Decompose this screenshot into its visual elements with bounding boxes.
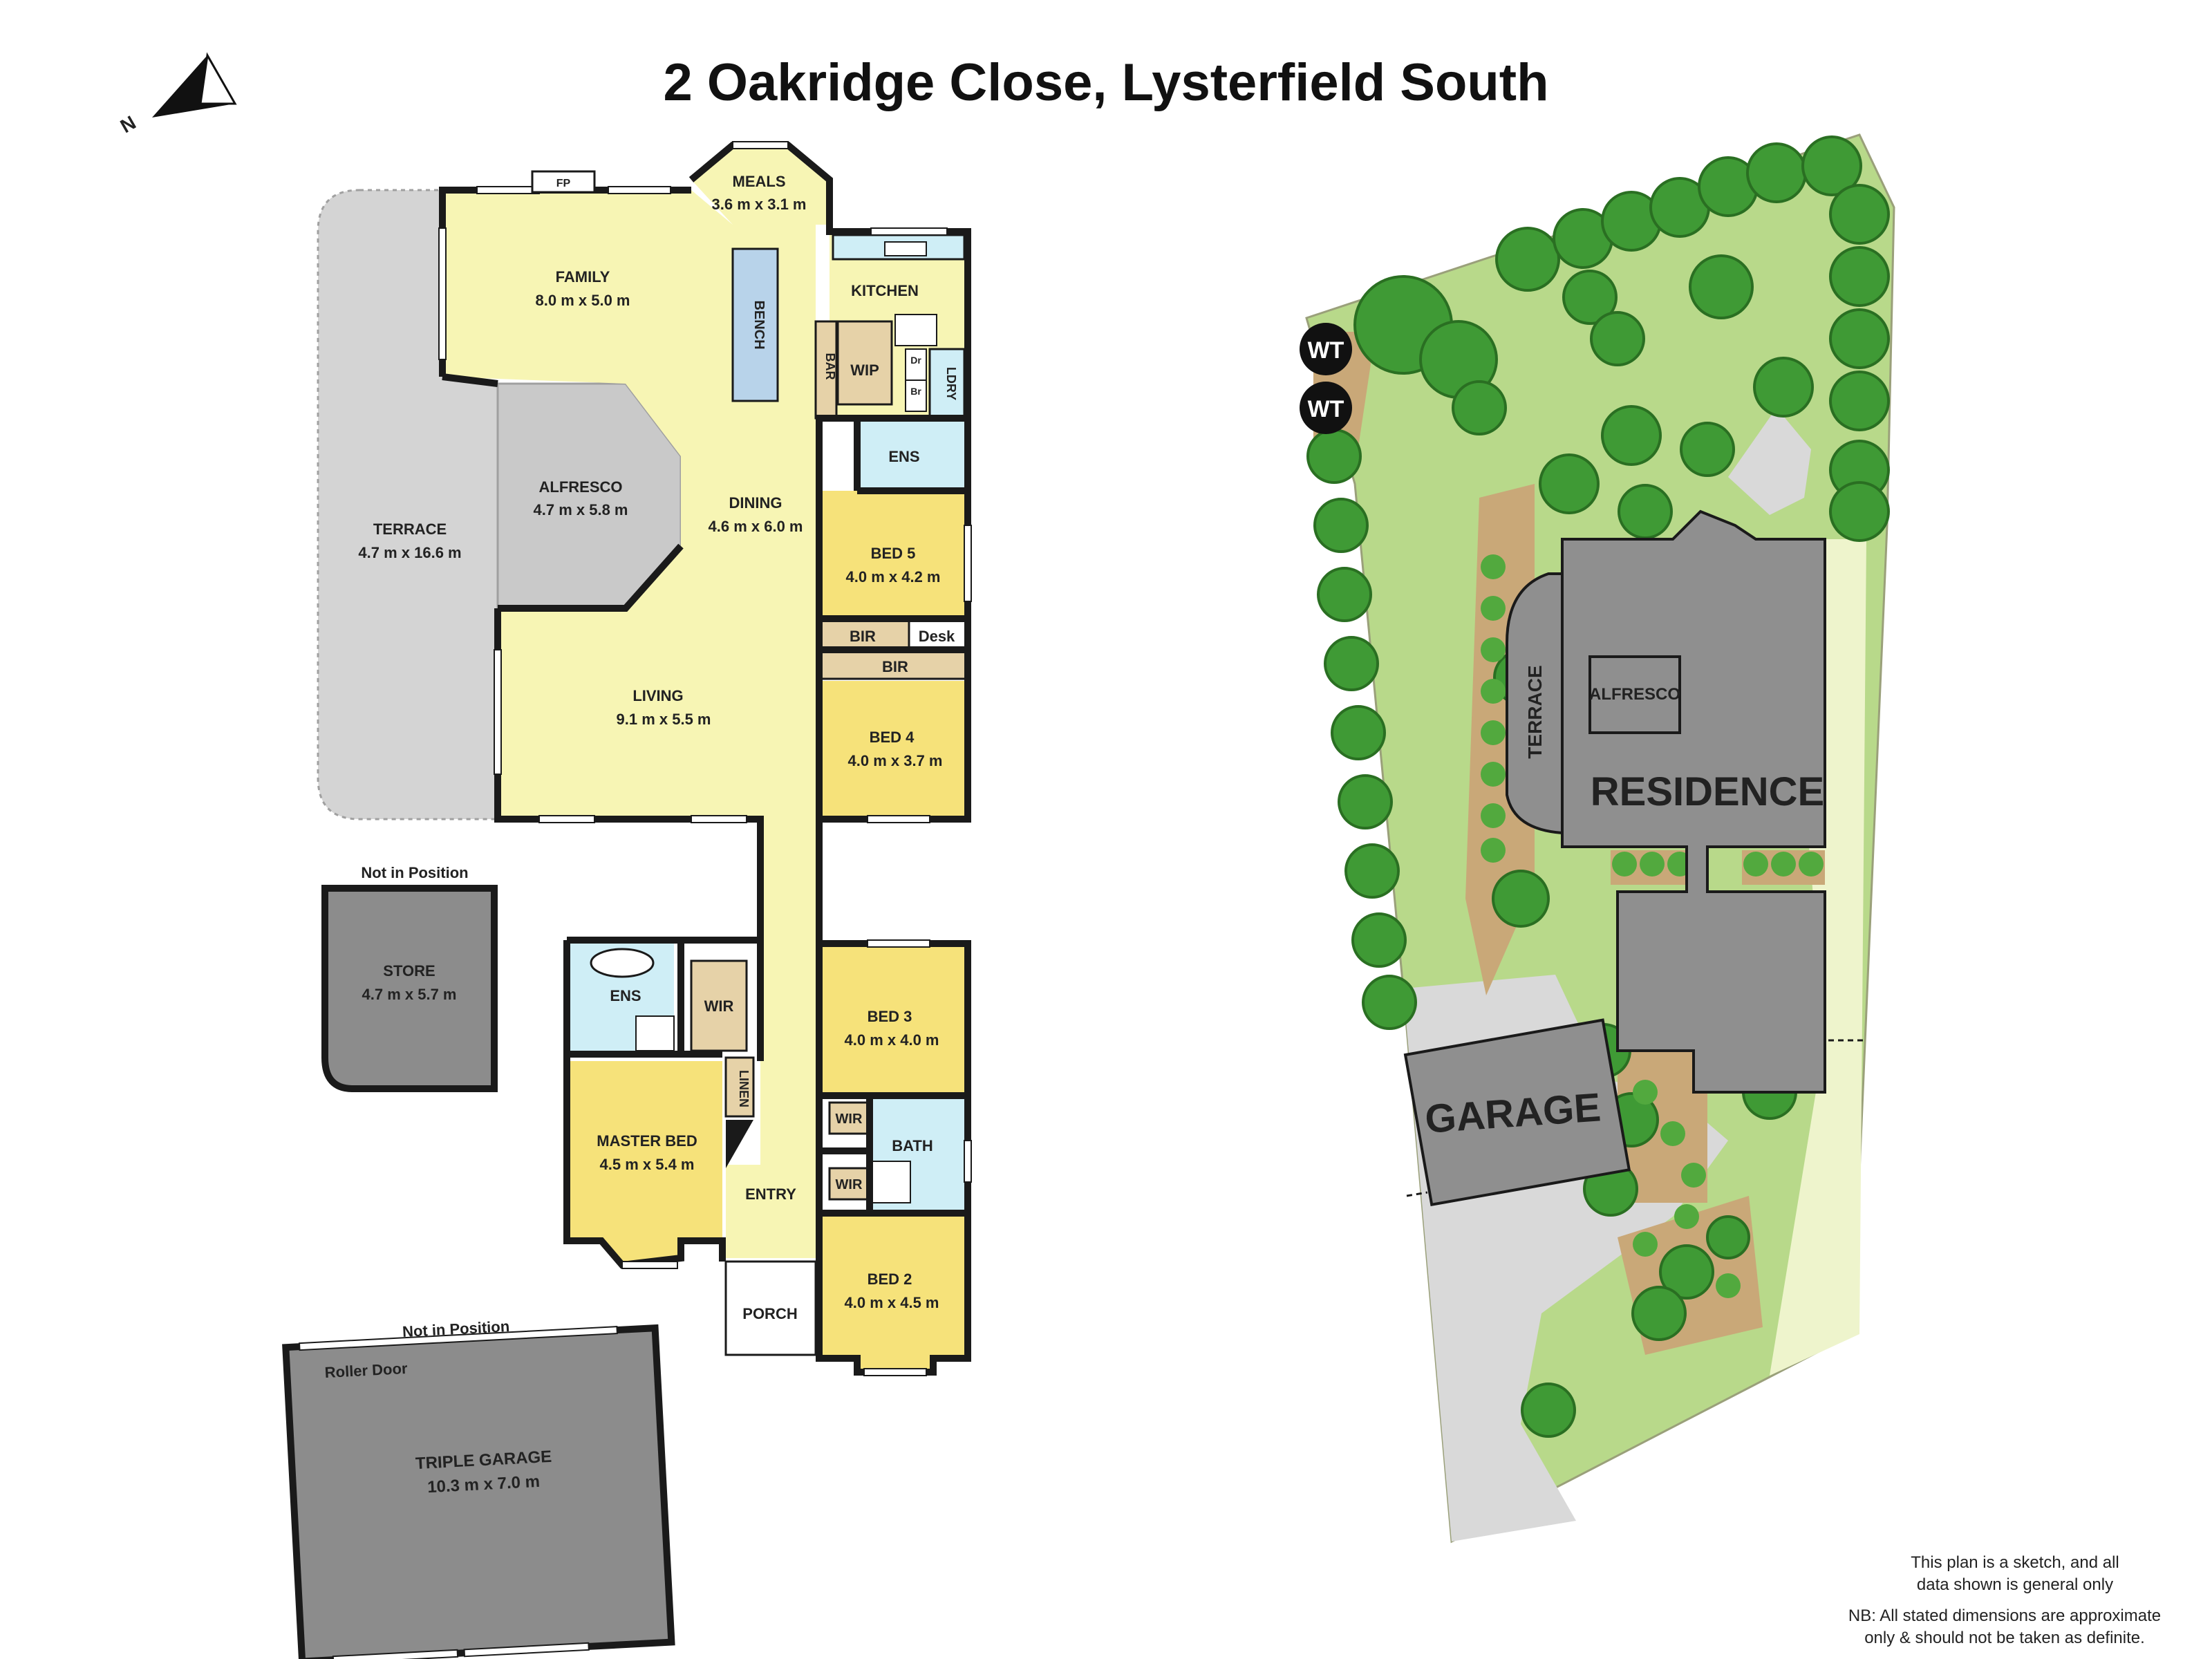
linen-area [724,1056,755,1118]
bed3-area [819,944,968,1096]
wip-area [836,320,893,406]
bed4-dim: 4.0 m x 3.7 m [848,752,943,769]
site-residence-label: RESIDENCE [1591,769,1824,814]
site-shrubs [1481,554,1824,1298]
bed3-label: BED 3 [868,1008,912,1025]
porch-area [724,1260,817,1356]
shower-master [635,1015,675,1051]
water-tank-1: WT [1300,323,1352,375]
bathtub [590,948,655,978]
store-note: Not in Position [361,864,468,881]
boundary-tick-west [1406,1191,1428,1197]
bench-island [731,247,779,402]
water-tank-2: WT [1300,382,1352,434]
compass-icon: N [117,52,237,137]
meals-area [691,145,830,225]
disclaimer-line2: data shown is general only [1917,1575,2113,1594]
site-path-top [1728,408,1811,515]
wir-b-area [828,1167,869,1201]
bed4-label: BED 4 [870,729,915,746]
bed4-area [819,681,968,819]
living-zone [442,190,819,1258]
wir-master-label: WIR [704,997,734,1015]
wir-a-label: WIR [836,1112,863,1127]
kitchen-label: KITCHEN [851,282,919,299]
bir4-label: BIR [882,658,908,675]
disclaimer: This plan is a sketch, and all data show… [1848,1553,2161,1647]
master-bed-label: MASTER BED [597,1132,697,1150]
bed2-label: BED 2 [868,1271,912,1288]
fireplace-icon [531,170,596,194]
compass-letter: N [117,111,140,137]
disclaimer-line1: This plan is a sketch, and all [1911,1553,2119,1572]
family-label: FAMILY [556,268,610,285]
ldry-label: LDRY [944,367,958,400]
wt2-label: WT [1308,396,1344,422]
ens-upper-label: ENS [888,448,919,465]
linen-label: LINEN [737,1070,751,1107]
alfresco-label: ALFRESCO [539,478,623,496]
desk-label: Desk [919,628,955,645]
fp-label: FP [556,178,571,189]
alfresco-dim: 4.7 m x 5.8 m [534,501,628,518]
bed5-area [819,491,968,619]
kitchen-sink [884,241,927,256]
store-dim: 4.7 m x 5.7 m [362,986,457,1003]
br-area [905,379,927,412]
family-dim: 8.0 m x 5.0 m [536,292,630,309]
dr-area [905,348,927,381]
terrace-area [317,189,499,821]
terrace-label: TERRACE [373,521,447,538]
br-label: Br [910,386,921,397]
windows [438,141,972,1376]
master-bed-area [567,1061,722,1265]
site-garage [1403,1018,1631,1206]
bath-shower [872,1161,911,1203]
site-alfresco-label: ALFRESCO [1589,685,1680,704]
disclaimer-line4: only & should not be taken as definite. [1864,1629,2145,1647]
meals-label: MEALS [733,173,786,190]
dr-label: Dr [910,355,921,366]
ens-upper-area [857,418,968,491]
bar-label: BAR [823,353,837,380]
living-label: LIVING [632,687,683,704]
cooktop [894,314,937,346]
site-pale-strip [1770,539,1866,1376]
terrace-dim: 4.7 m x 16.6 m [358,544,461,561]
dining-dim: 4.6 m x 6.0 m [709,518,803,535]
bed5-label: BED 5 [871,545,916,562]
room-labels: MEALS 3.6 m x 3.1 m FAMILY 8.0 m x 5.0 m… [358,173,958,1322]
store-building [321,885,498,1092]
porch-label: PORCH [742,1305,797,1322]
store-label: STORE [383,962,435,980]
bed2-area [819,1213,968,1372]
bed2-dim: 4.0 m x 4.5 m [845,1294,939,1311]
disclaimer-line3: NB: All stated dimensions are approximat… [1848,1606,2161,1625]
living-dim: 9.1 m x 5.5 m [617,711,711,728]
page-title: 2 Oakridge Close, Lysterfield South [663,53,1548,112]
bath-label: BATH [892,1137,932,1154]
wir-a-area [828,1101,869,1135]
meals-dim: 3.6 m x 3.1 m [712,196,807,213]
linen-void [726,1120,753,1168]
bed5-dim: 4.0 m x 4.2 m [846,568,941,585]
wip-label: WIP [850,362,879,379]
site-residence [1506,509,1826,1094]
bench-label: BENCH [751,300,767,349]
bir5-label: BIR [850,628,876,645]
dining-label: DINING [729,494,782,512]
triple-garage [282,1324,675,1659]
site-terrace-label: TERRACE [1524,665,1546,758]
entry-label: ENTRY [745,1185,796,1203]
master-bed-dim: 4.5 m x 5.4 m [600,1156,695,1173]
wir-b-label: WIR [836,1177,863,1192]
wt1-label: WT [1308,337,1344,364]
bed3-dim: 4.0 m x 4.0 m [845,1031,939,1049]
ens-master-label: ENS [610,987,641,1004]
